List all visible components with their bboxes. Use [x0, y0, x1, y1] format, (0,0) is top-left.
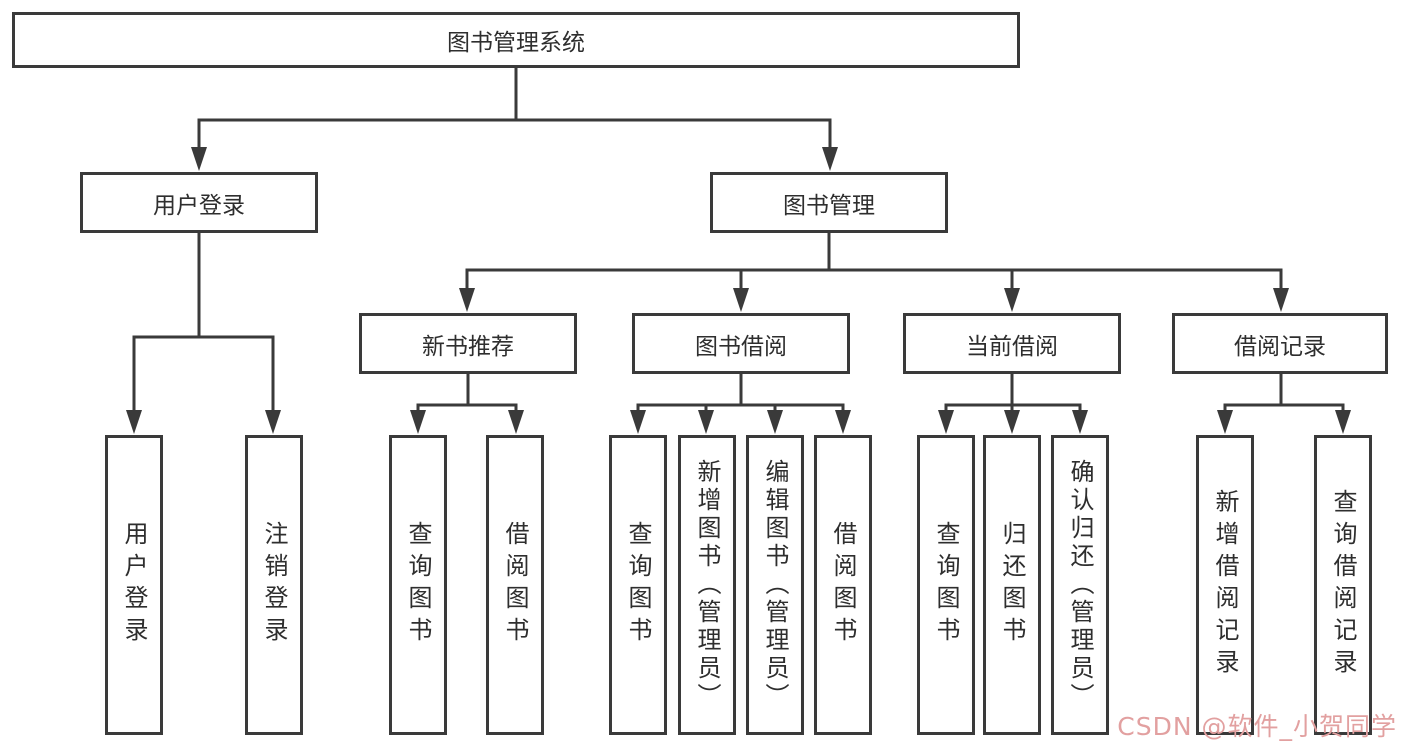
leaf-borrow-books-2: 借阅图书	[814, 435, 872, 735]
node-new-book-recommend: 新书推荐	[359, 313, 577, 374]
node-label: 图书借阅	[695, 333, 787, 360]
node-root: 图书管理系统	[12, 12, 1020, 68]
leaf-query-books-3: 查询图书	[917, 435, 975, 735]
leaf-label: 查询图书	[624, 521, 652, 649]
leaf-query-borrow-record: 查询借阅记录	[1314, 435, 1372, 735]
leaf-label: 新增借阅记录	[1211, 489, 1239, 681]
leaf-edit-books-admin: 编辑图书（管理员）	[746, 435, 804, 735]
node-label: 当前借阅	[966, 333, 1058, 360]
leaf-confirm-return-admin: 确认归还（管理员）	[1051, 435, 1109, 735]
leaf-label: 注销登录	[260, 521, 288, 649]
node-book-borrow: 图书借阅	[632, 313, 850, 374]
leaf-query-books-1: 查询图书	[389, 435, 447, 735]
leaf-label: 归还图书	[998, 521, 1026, 649]
node-borrow-record: 借阅记录	[1172, 313, 1388, 374]
leaf-label: 编辑图书（管理员）	[761, 459, 789, 711]
node-user-login: 用户登录	[80, 172, 318, 233]
node-current-borrow: 当前借阅	[903, 313, 1121, 374]
leaf-label: 查询借阅记录	[1329, 489, 1357, 681]
leaf-label: 借阅图书	[829, 521, 857, 649]
leaf-label: 借阅图书	[501, 521, 529, 649]
node-root-label: 图书管理系统	[447, 30, 585, 56]
leaf-label: 用户登录	[120, 521, 148, 649]
leaf-query-books-2: 查询图书	[609, 435, 667, 735]
node-book-management: 图书管理	[710, 172, 948, 233]
node-label: 借阅记录	[1234, 333, 1326, 360]
leaf-label: 查询图书	[932, 521, 960, 649]
csdn-watermark: CSDN @软件_小贺同学	[1117, 712, 1397, 741]
node-label: 图书管理	[783, 192, 875, 219]
leaf-borrow-books-1: 借阅图书	[486, 435, 544, 735]
node-label: 新书推荐	[422, 333, 514, 360]
leaf-logout: 注销登录	[245, 435, 303, 735]
leaf-label: 确认归还（管理员）	[1066, 459, 1094, 711]
leaf-label: 查询图书	[404, 521, 432, 649]
leaf-add-borrow-record: 新增借阅记录	[1196, 435, 1254, 735]
leaf-add-books-admin: 新增图书（管理员）	[678, 435, 736, 735]
leaf-label: 新增图书（管理员）	[693, 459, 721, 711]
leaf-user-login: 用户登录	[105, 435, 163, 735]
leaf-return-books: 归还图书	[983, 435, 1041, 735]
node-label: 用户登录	[153, 192, 245, 219]
